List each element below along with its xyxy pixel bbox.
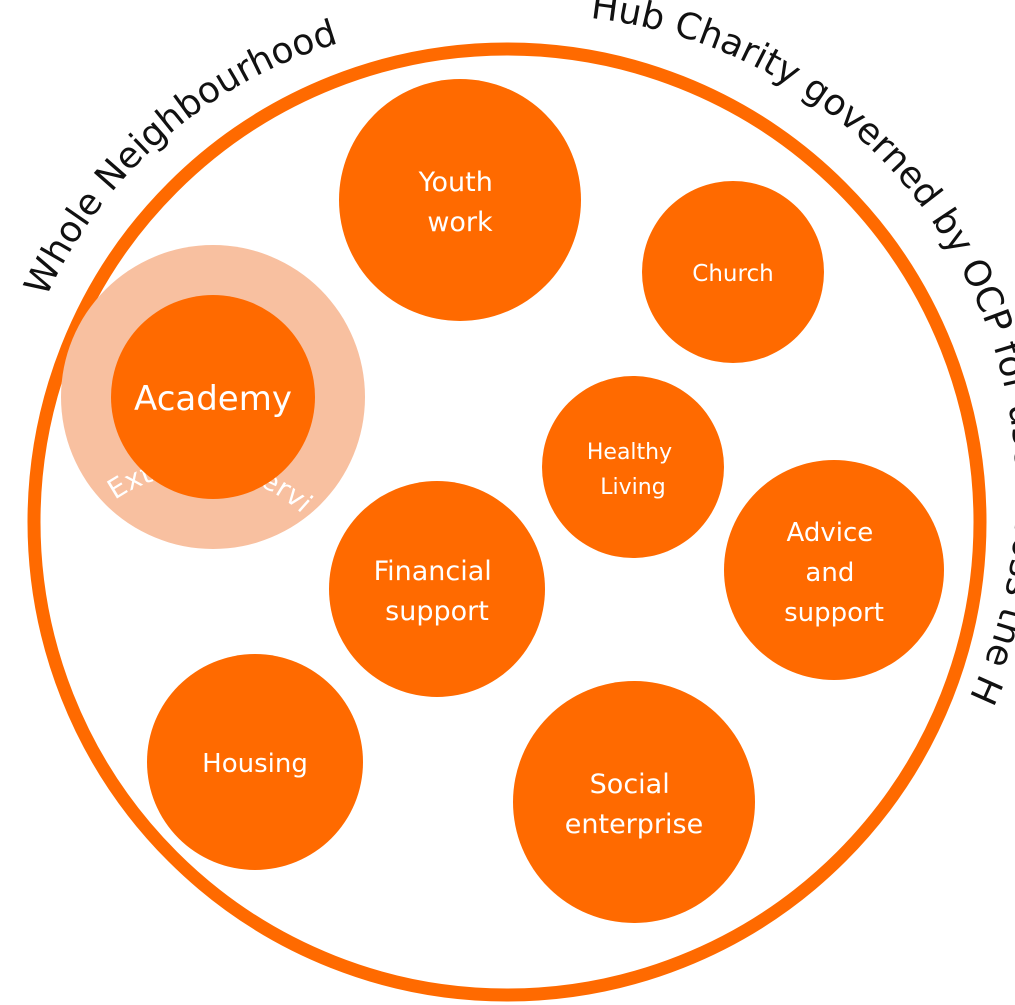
svg-text:Healthy Living: Healthy Living: [587, 440, 679, 500]
social-enterprise-circle: [513, 681, 755, 923]
svg-text:Youth work: Youth work: [418, 167, 502, 238]
svg-text:Academy: Academy: [134, 379, 292, 419]
housing-circle: [147, 654, 363, 870]
healthy-living-label-line-2: Living: [600, 475, 665, 500]
node-healthy-living: Healthy Living: [542, 376, 724, 558]
svg-text:Advice and support: Advice and support: [784, 518, 884, 628]
healthy-living-circle: [542, 376, 724, 558]
social-enterprise-label-line-1: Social: [590, 769, 670, 800]
svg-text:Social enterprise: Social enterprise: [565, 769, 703, 840]
church-circle: [642, 181, 824, 363]
advice-support-label-line-2: and: [805, 558, 854, 588]
financial-support-label-line-2: support: [385, 596, 489, 627]
financial-support-circle: [329, 481, 545, 697]
academy-label: Academy: [134, 379, 292, 419]
advice-support-label-line-3: support: [784, 598, 884, 628]
church-label: Church: [692, 261, 773, 287]
healthy-living-label-line-1: Healthy: [587, 440, 672, 465]
social-enterprise-label-line-2: enterprise: [565, 809, 703, 840]
node-advice-support: Advice and support: [724, 460, 944, 680]
svg-text:Financial support: Financial support: [374, 556, 501, 627]
svg-text:Housing: Housing: [202, 749, 308, 779]
node-social-enterprise: Social enterprise: [513, 681, 755, 923]
youth-work-circle: [339, 79, 581, 321]
node-housing: Housing: [147, 654, 363, 870]
node-financial-support: Financial support: [329, 481, 545, 697]
node-church: Church: [642, 181, 824, 363]
youth-work-label-line-1: Youth: [418, 167, 493, 198]
youth-work-label-line-2: work: [427, 207, 493, 238]
advice-support-circle: [724, 460, 944, 680]
academy-circle: [111, 295, 315, 499]
housing-label: Housing: [202, 749, 308, 779]
svg-text:Church: Church: [692, 261, 773, 287]
node-youth-work: Youth work: [339, 79, 581, 321]
financial-support-label-line-1: Financial: [374, 556, 492, 587]
advice-support-label-line-1: Advice: [787, 518, 874, 548]
node-academy: Academy: [111, 295, 315, 499]
